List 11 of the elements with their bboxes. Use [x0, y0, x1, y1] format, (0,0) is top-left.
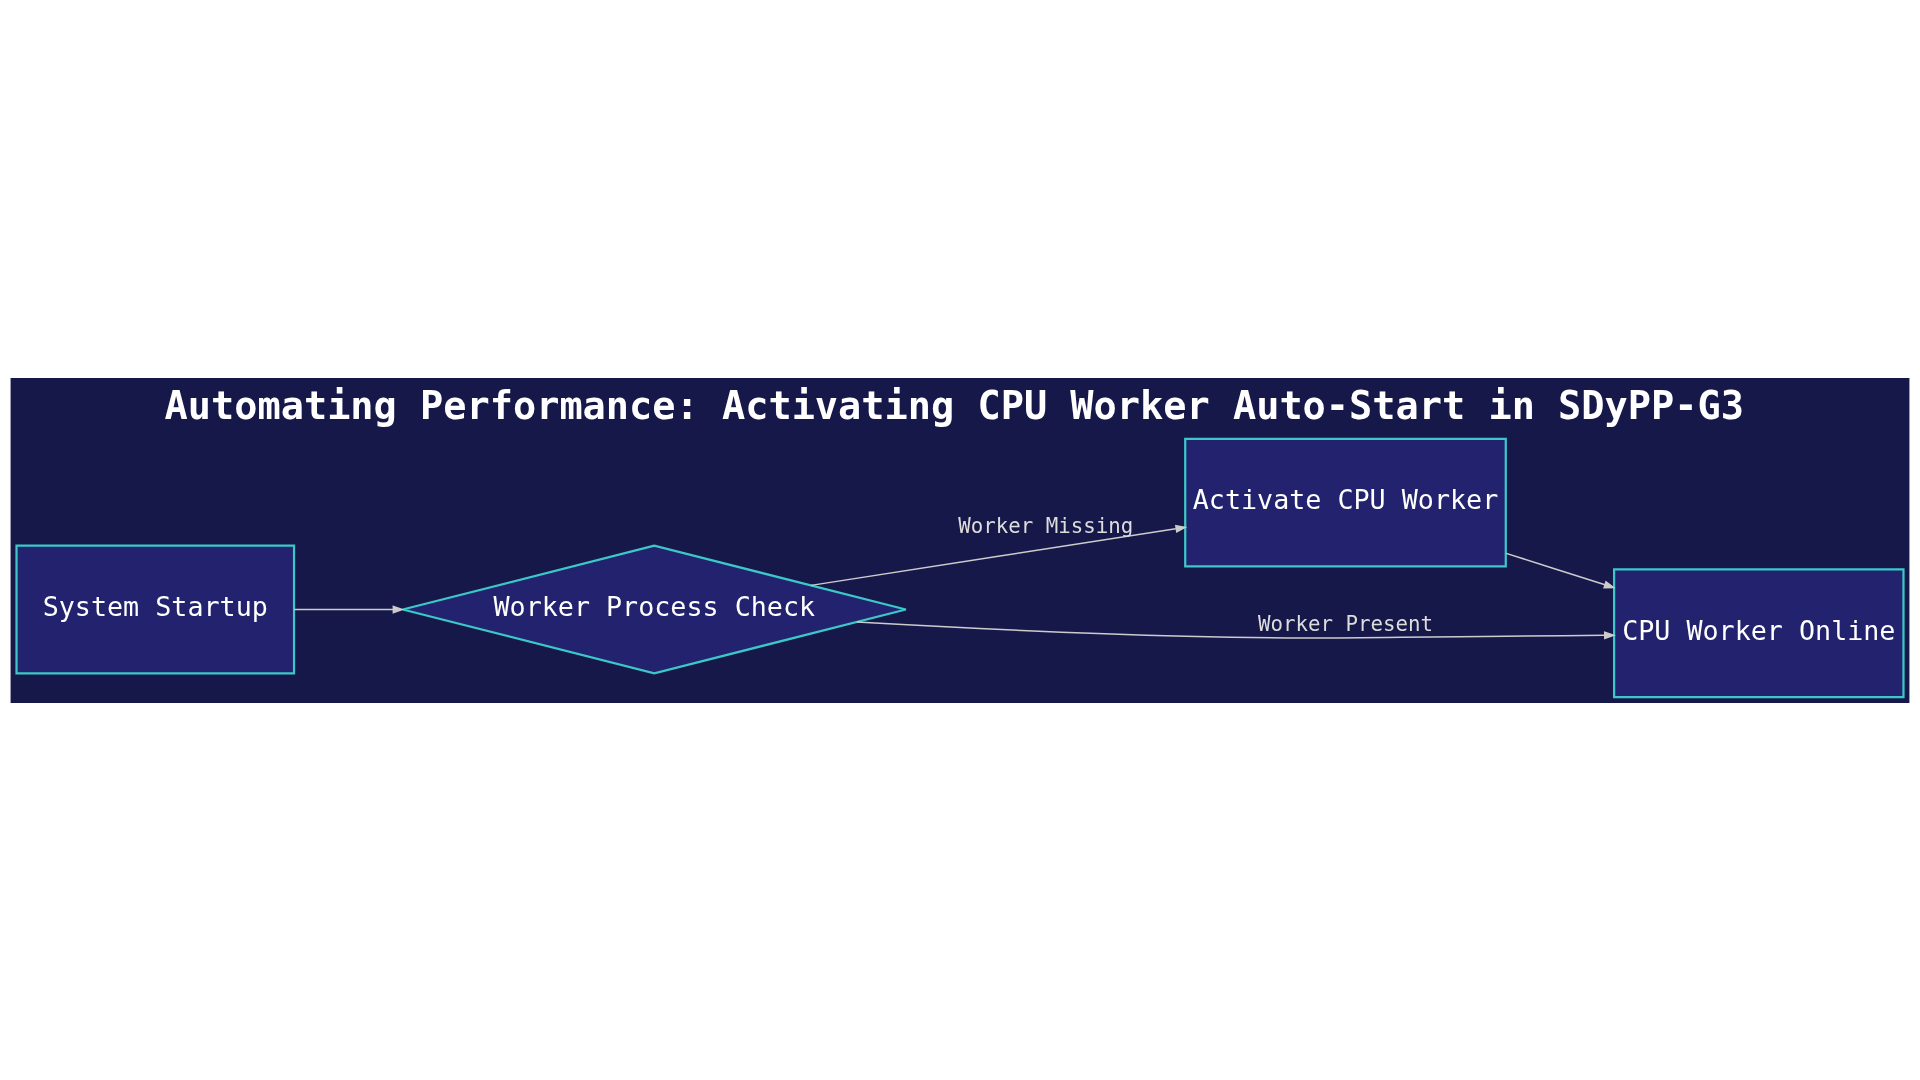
edge-label: Worker Missing: [958, 513, 1134, 538]
node-diamond: Worker Process Check: [401, 544, 907, 674]
arrow: [856, 620, 1616, 639]
arrow: [1505, 552, 1616, 589]
arrow: [810, 524, 1188, 586]
edge-label: Worker Present: [1257, 611, 1434, 636]
node-box: System Startup: [15, 544, 296, 674]
arrow: [293, 604, 405, 614]
diagram-title: Automating Performance: Activating CPU Worker Auto-Start in SDyPP-G3: [164, 382, 1744, 428]
node-box: CPU Worker Online: [1613, 567, 1905, 698]
node-box: Activate CPU Worker: [1184, 437, 1507, 568]
